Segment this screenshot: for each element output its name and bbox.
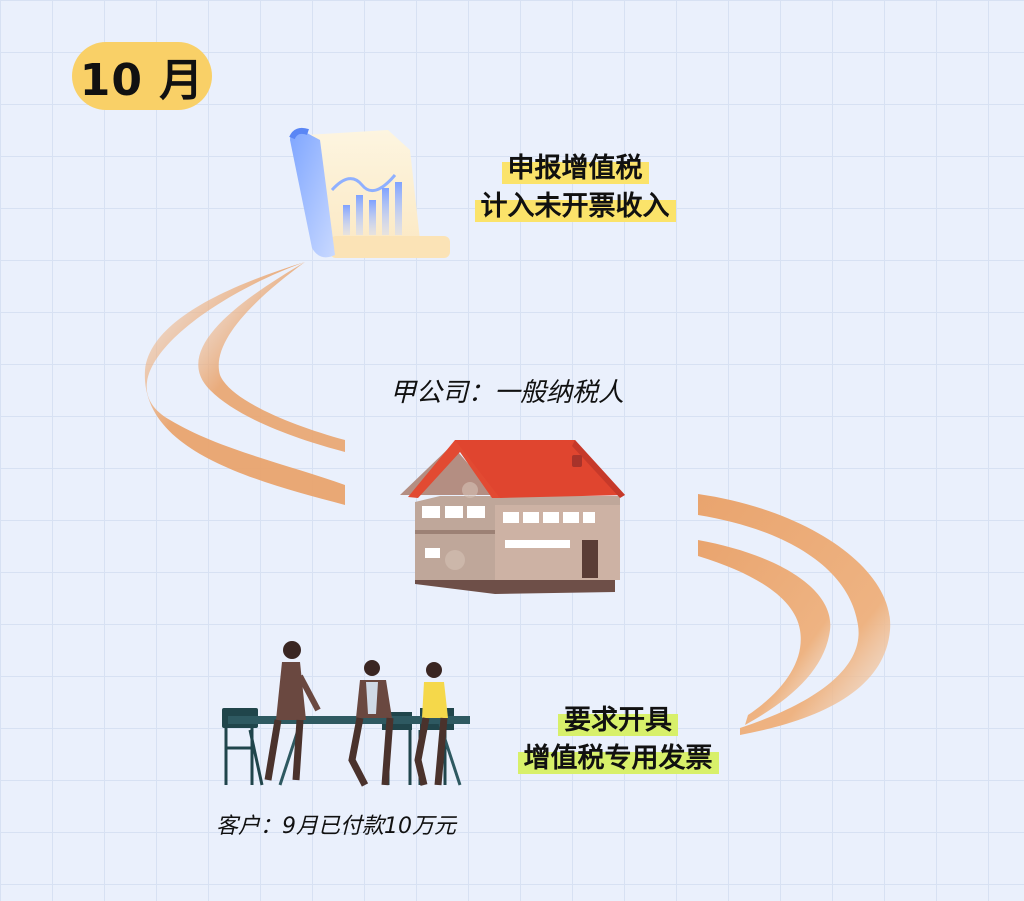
report-line-2: 计入未开票收入 (474, 189, 676, 225)
month-badge: 10 月 (72, 42, 212, 110)
right-arrow-arcs (698, 494, 891, 735)
meeting-people-icon (222, 641, 470, 787)
invoice-request-label: 要求开具 增值税专用发票 (498, 702, 738, 778)
house-icon (400, 440, 625, 594)
company-label: 甲公司：一般纳税人 (390, 378, 625, 408)
invoice-line-2: 增值税专用发票 (517, 741, 719, 777)
report-vat-label: 申报增值税 计入未开票收入 (455, 150, 695, 226)
report-line-1: 申报增值税 (501, 151, 649, 187)
invoice-line-1: 要求开具 (558, 703, 678, 739)
left-arrow-arcs (144, 262, 345, 505)
document-scroll-icon (289, 127, 450, 258)
customer-label: 客户：9月已付款10万元 (216, 814, 456, 839)
